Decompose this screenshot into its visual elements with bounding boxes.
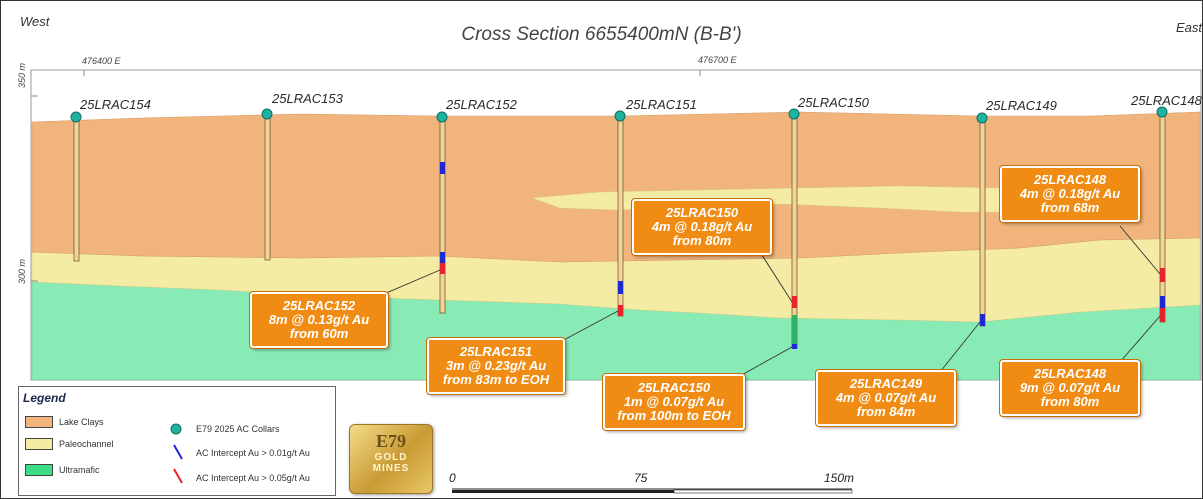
drillhole-25LRAC151: [617, 115, 624, 317]
callout-depth: from 80m: [1040, 394, 1100, 409]
collar-25LRAC153: [261, 108, 273, 120]
leader-c150b: [737, 346, 793, 378]
intercept-low: [1160, 296, 1165, 308]
intercept-high: [1160, 268, 1165, 282]
callout-depth: from 80m: [672, 233, 732, 248]
intercept-low: [440, 252, 445, 263]
callout-intercept: 4m @ 0.18g/t Au: [651, 219, 753, 234]
legend-swatch-ultramafic: [25, 464, 53, 476]
legend-swatch-lake-clays: [25, 416, 53, 428]
scale-label-75: 75: [634, 471, 648, 485]
leader-c148b: [1119, 315, 1161, 363]
callout-hole-name: 25LRAC148: [1033, 366, 1107, 381]
callout-depth: from 83m to EOH: [442, 372, 550, 387]
intercept-high: [1160, 308, 1165, 322]
intercept-low: [792, 344, 797, 349]
intercept-high: [618, 305, 623, 316]
callout-hole-name: 25LRAC150: [665, 205, 739, 220]
hole-label-25LRAC151: 25LRAC151: [626, 97, 697, 112]
legend-title: Legend: [23, 391, 66, 405]
intercept-callout-25LRAC148-a: 25LRAC148 4m @ 0.18g/t Au from 68m: [999, 165, 1141, 223]
callout-depth: from 100m to EOH: [617, 408, 731, 423]
hole-label-25LRAC154: 25LRAC154: [80, 97, 151, 112]
logo-line-3: MINES: [372, 463, 410, 474]
collar-25LRAC152: [436, 111, 448, 123]
callout-hole-name: 25LRAC150: [637, 380, 711, 395]
callout-intercept: 1m @ 0.07g/t Au: [623, 394, 725, 409]
leader-c150a: [759, 251, 793, 303]
intercept-callout-25LRAC150-b: 25LRAC150 1m @ 0.07g/t Au from 100m to E…: [602, 373, 746, 431]
collar-symbol-icon: [170, 423, 182, 435]
e79-gold-mines-logo: E79 GOLD MINES: [349, 424, 433, 494]
callout-hole-name: 25LRAC151: [459, 344, 533, 359]
intercept-low: [980, 314, 985, 326]
callout-intercept: 4m @ 0.07g/t Au: [835, 390, 937, 405]
collar-25LRAC151: [614, 110, 626, 122]
hole-label-25LRAC149: 25LRAC149: [986, 98, 1057, 113]
lake-clays-layer: [31, 111, 1201, 263]
logo-line-2: GOLD: [374, 452, 408, 463]
drillhole-25LRAC150: [791, 113, 798, 349]
leader-c151: [559, 310, 619, 343]
intercept-low: [440, 162, 445, 174]
legend-label-ultramafic: Ultramafic: [59, 465, 100, 475]
legend-label-intercept-low: AC Intercept Au > 0.01g/t Au: [196, 448, 310, 458]
east-direction-label: East: [1176, 20, 1203, 35]
west-direction-label: West: [20, 14, 50, 29]
collar-25LRAC154: [70, 111, 82, 123]
callout-depth: from 84m: [856, 404, 916, 419]
intercept-callout-25LRAC151: 25LRAC151 3m @ 0.23g/t Au from 83m to EO…: [426, 337, 566, 395]
drillhole-25LRAC149: [979, 117, 986, 327]
hole-label-25LRAC150: 25LRAC150: [798, 95, 869, 110]
intercept-low-symbol-icon: [173, 444, 183, 460]
legend-label-intercept-high: AC Intercept Au > 0.05g/t Au: [196, 473, 310, 483]
scale-label-0: 0: [449, 471, 456, 485]
intercept-high: [792, 296, 797, 308]
section-title: Cross Section 6655400mN (B-B'): [461, 24, 742, 45]
logo-line-1: E79: [375, 431, 406, 451]
drillhole-25LRAC154: [73, 116, 80, 262]
easting-label-476700: 476700 E: [698, 55, 737, 65]
intercept-high: [440, 263, 445, 274]
callout-intercept: 4m @ 0.18g/t Au: [1019, 186, 1121, 201]
hole-label-25LRAC152: 25LRAC152: [446, 97, 517, 112]
legend-symbols: [170, 423, 183, 484]
callout-depth: from 68m: [1040, 200, 1100, 215]
drillhole-25LRAC148: [1159, 111, 1166, 323]
scale-bar: [452, 488, 853, 494]
legend-label-collars: E79 2025 AC Collars: [196, 424, 280, 434]
collar-25LRAC149: [976, 112, 988, 124]
callout-hole-name: 25LRAC152: [282, 298, 356, 313]
leader-c148a: [1119, 225, 1161, 275]
hole-label-25LRAC153: 25LRAC153: [272, 91, 343, 106]
callout-depth: from 60m: [289, 326, 349, 341]
callout-intercept: 8m @ 0.13g/t Au: [268, 312, 370, 327]
callout-hole-name: 25LRAC148: [1033, 172, 1107, 187]
legend-label-lake-clays: Lake Clays: [59, 417, 104, 427]
intercept-callout-25LRAC148-b: 25LRAC148 9m @ 0.07g/t Au from 80m: [999, 359, 1141, 417]
legend-box: Legend Lake Clays Paleochannel Ultramafi…: [18, 386, 336, 496]
drillhole-25LRAC153: [264, 113, 271, 261]
callout-intercept: 3m @ 0.23g/t Au: [445, 358, 547, 373]
hole-label-25LRAC148: 25LRAC148: [1131, 93, 1202, 108]
intercept-high-symbol-icon: [173, 468, 183, 484]
drillhole-25LRAC152: [439, 116, 446, 314]
collar-25LRAC148: [1156, 106, 1168, 118]
ultramafic-core: [792, 315, 797, 345]
legend-label-paleochannel: Paleochannel: [59, 439, 114, 449]
callout-hole-name: 25LRAC149: [849, 376, 923, 391]
intercept-low: [618, 281, 623, 294]
leader-c149: [939, 321, 981, 373]
intercept-callout-25LRAC152: 25LRAC152 8m @ 0.13g/t Au from 60m: [249, 291, 389, 349]
easting-label-476400: 476400 E: [82, 56, 121, 66]
scale-label-150m: 150m: [824, 471, 855, 485]
collar-25LRAC150: [788, 108, 800, 120]
legend-swatch-paleochannel: [25, 438, 53, 450]
intercept-callout-25LRAC149: 25LRAC149 4m @ 0.07g/t Au from 84m: [815, 369, 957, 427]
intercept-callout-25LRAC150-a: 25LRAC150 4m @ 0.18g/t Au from 80m: [631, 198, 773, 256]
callout-intercept: 9m @ 0.07g/t Au: [1019, 380, 1121, 395]
